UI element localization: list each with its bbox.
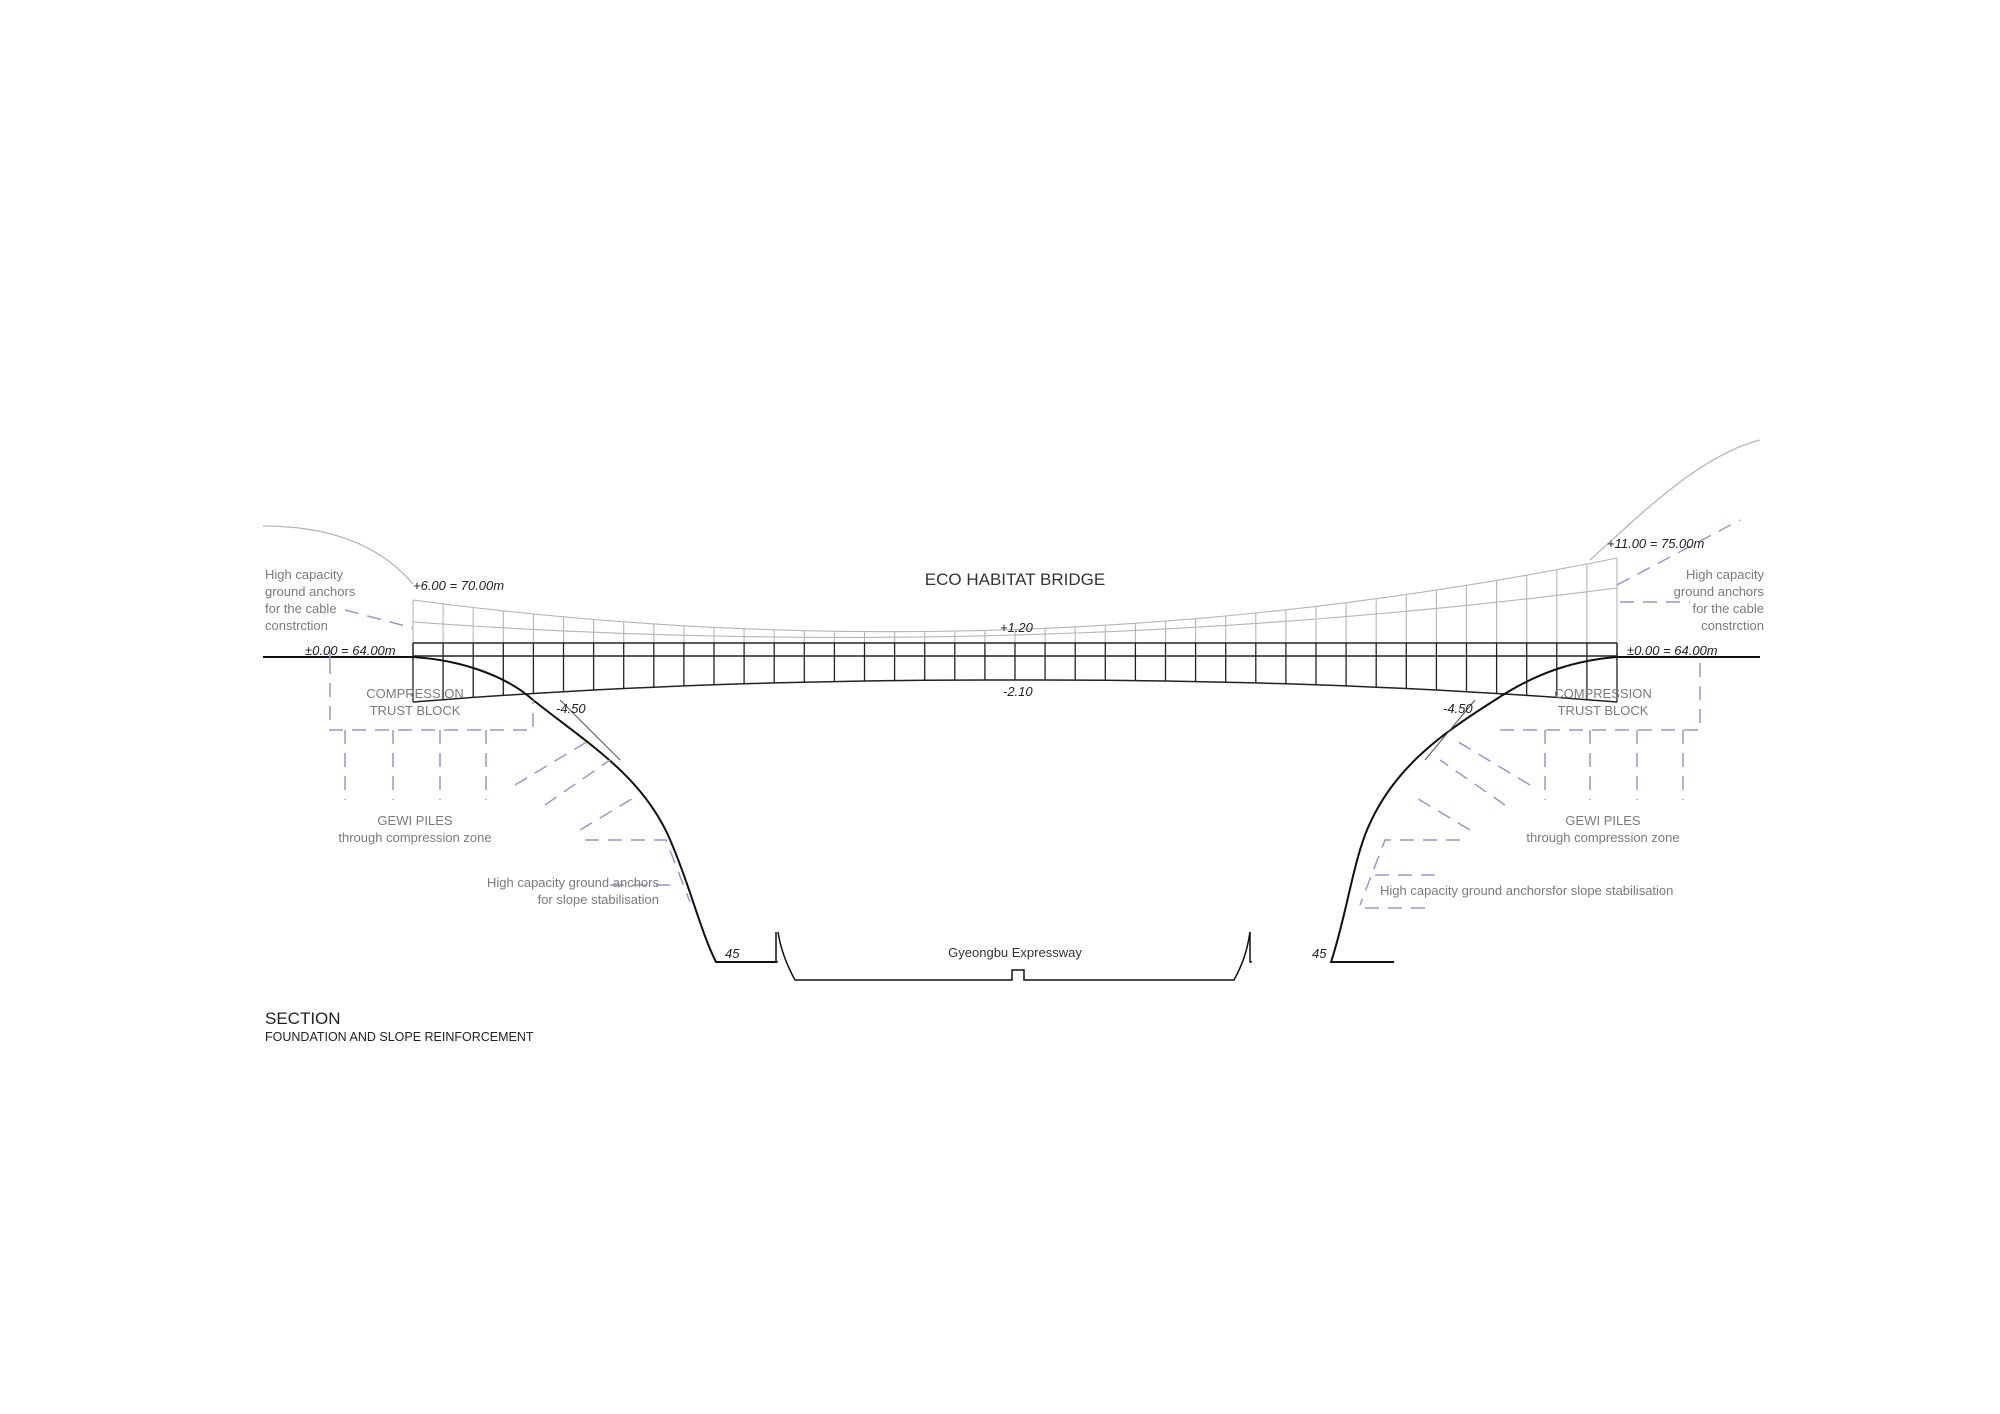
svg-text:COMPRESSION: COMPRESSION <box>1554 686 1652 701</box>
right-cable-anchor-line <box>1616 519 1741 586</box>
railing-posts <box>412 558 1618 643</box>
left-compression-block <box>329 660 534 731</box>
right-cable-anchor-note: High capacity ground anchors for the cab… <box>1674 567 1765 633</box>
left-cable-anchor-line <box>344 609 414 629</box>
svg-text:GEWI PILES: GEWI PILES <box>377 813 452 828</box>
svg-text:TRUST BLOCK: TRUST BLOCK <box>1558 703 1649 718</box>
right-slope-chamfer <box>1424 699 1476 761</box>
section-subtitle: FOUNDATION AND SLOPE REINFORCEMENT <box>265 1030 534 1044</box>
svg-text:through compression zone: through compression zone <box>1526 830 1679 845</box>
svg-text:TRUST BLOCK: TRUST BLOCK <box>370 703 461 718</box>
upper-cable <box>412 557 1618 633</box>
road-left-curb <box>775 932 778 963</box>
right-block-note: COMPRESSION TRUST BLOCK <box>1554 686 1652 718</box>
slope-angle-left: 45 <box>725 946 740 961</box>
middle-cable <box>412 587 1618 638</box>
left-gewi-piles <box>344 730 487 800</box>
svg-text:for the cable: for the cable <box>1692 601 1764 616</box>
svg-text:for the cable: for the cable <box>265 601 337 616</box>
svg-text:High capacity: High capacity <box>265 567 344 582</box>
truss-verticals <box>412 643 1618 702</box>
level-mid-bottom: -2.10 <box>1003 684 1033 699</box>
level-right-bottom: -4.50 <box>1443 701 1473 716</box>
right-gewi-piles <box>1544 730 1684 800</box>
level-left-deck: ±0.00 = 64.00m <box>305 643 396 658</box>
svg-text:ground anchors: ground anchors <box>1674 584 1765 599</box>
section-title: SECTION <box>265 1009 341 1028</box>
road-surface <box>777 931 1251 981</box>
road-right-curb <box>1249 932 1252 963</box>
level-left-top: +6.00 = 70.00m <box>413 578 504 593</box>
svg-text:ground anchors: ground anchors <box>265 584 356 599</box>
left-hill-outline <box>262 525 414 585</box>
left-slope-anchors <box>514 739 691 903</box>
left-slope-anchor-note: High capacity ground anchors for slope s… <box>487 875 659 907</box>
svg-text:through compression zone: through compression zone <box>338 830 491 845</box>
right-hill-outline <box>1589 439 1761 561</box>
svg-text:for slope stabilisation: for slope stabilisation <box>538 892 659 907</box>
left-piles-note: GEWI PILES through compression zone <box>338 813 491 845</box>
svg-text:GEWI PILES: GEWI PILES <box>1565 813 1640 828</box>
svg-text:constrction: constrction <box>1701 618 1764 633</box>
level-left-bottom: -4.50 <box>556 701 586 716</box>
level-right-top: +11.00 = 75.00m <box>1607 536 1705 551</box>
svg-text:High capacity: High capacity <box>1686 567 1765 582</box>
svg-text:High capacity ground anchors: High capacity ground anchors <box>487 875 659 890</box>
expressway <box>775 931 1252 981</box>
bridge-truss <box>412 642 1618 703</box>
level-right-deck: ±0.00 = 64.00m <box>1627 643 1718 658</box>
right-piles-note: GEWI PILES through compression zone <box>1526 813 1679 845</box>
cable-structure <box>412 557 1618 643</box>
bridge-title: ECO HABITAT BRIDGE <box>925 570 1105 589</box>
svg-text:COMPRESSION: COMPRESSION <box>366 686 464 701</box>
svg-text:constrction: constrction <box>265 618 328 633</box>
left-slope-chamfer <box>559 699 621 761</box>
left-cable-anchor-note: High capacity ground anchors for the cab… <box>265 567 356 633</box>
right-slope-anchors <box>1359 739 1531 909</box>
ground-profile <box>263 656 1760 963</box>
right-slope-anchor-note: High capacity ground anchorsfor slope st… <box>1380 883 1673 898</box>
slope-angle-right: 45 <box>1312 946 1327 961</box>
road-label: Gyeongbu Expressway <box>948 945 1082 960</box>
level-mid-top: +1.20 <box>1000 620 1034 635</box>
left-block-note: COMPRESSION TRUST BLOCK <box>366 686 464 718</box>
